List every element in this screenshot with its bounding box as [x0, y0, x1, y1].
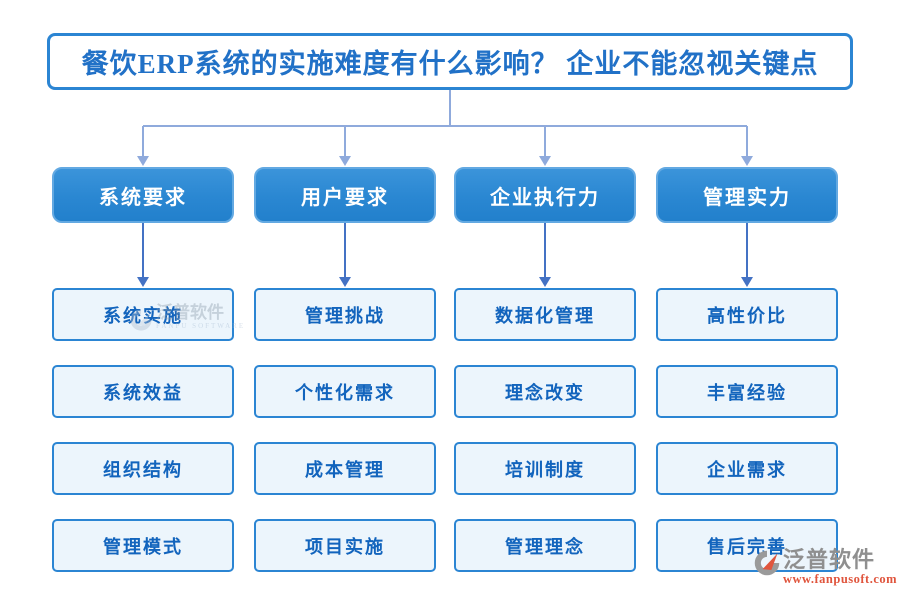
- leaf-node: 理念改变: [454, 365, 636, 418]
- leaf-node: 培训制度: [454, 442, 636, 495]
- branch-header-enterprise-execution: 企业执行力: [454, 167, 636, 223]
- leaf-node: 管理挑战: [254, 288, 436, 341]
- leaf-node: 个性化需求: [254, 365, 436, 418]
- leaf-node: 管理模式: [52, 519, 234, 572]
- leaf-node: 高性价比: [656, 288, 838, 341]
- leaf-node: 企业需求: [656, 442, 838, 495]
- watermark-corner: 泛普软件 www.fanpusoft.com: [753, 547, 898, 587]
- leaf-node: 系统实施: [52, 288, 234, 341]
- fanpu-logo-icon: [754, 550, 780, 576]
- leaf-node: 丰富经验: [656, 365, 838, 418]
- watermark-brand-text: 泛普软件: [783, 547, 876, 572]
- leaf-node: 售后完善: [656, 519, 838, 572]
- watermark-url-text: www.fanpusoft.com: [783, 572, 898, 587]
- leaf-node: 数据化管理: [454, 288, 636, 341]
- branch-header-system-requirements: 系统要求: [52, 167, 234, 223]
- branch-header-management-strength: 管理实力: [656, 167, 838, 223]
- branch-header-user-requirements: 用户要求: [254, 167, 436, 223]
- diagram-title: 餐饮ERP系统的实施难度有什么影响？ 企业不能忽视关键点: [47, 33, 853, 90]
- leaf-node: 组织结构: [52, 442, 234, 495]
- leaf-node: 成本管理: [254, 442, 436, 495]
- leaf-node: 管理理念: [454, 519, 636, 572]
- leaf-node: 项目实施: [254, 519, 436, 572]
- leaf-node: 系统效益: [52, 365, 234, 418]
